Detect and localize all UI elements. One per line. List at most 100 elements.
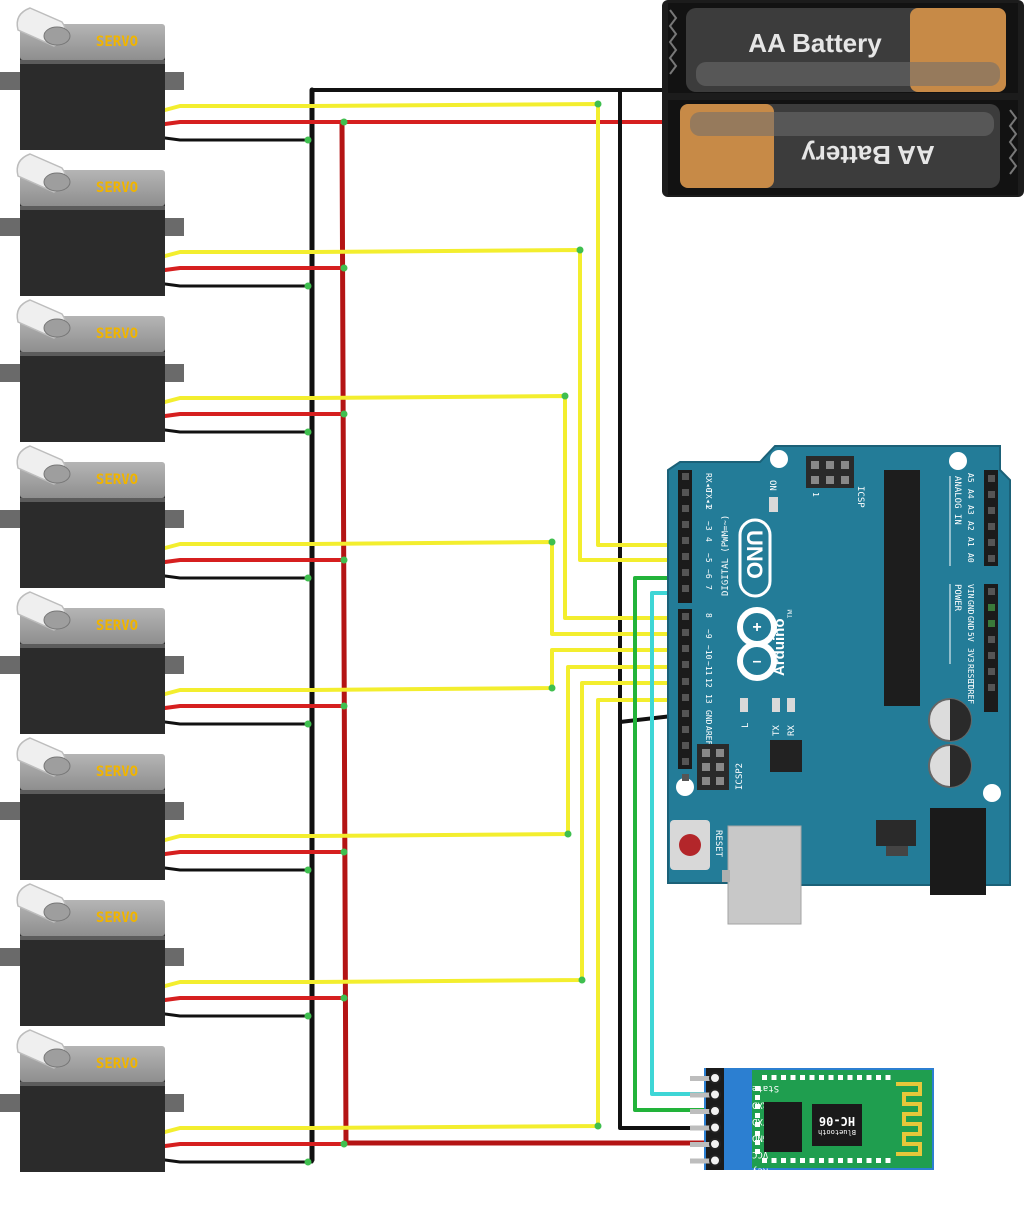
- wire-junction: [304, 428, 312, 436]
- bt-ground-wire: [618, 88, 702, 1130]
- servo-label: SERVO: [96, 1056, 138, 1072]
- power-pin-label: IOREF: [966, 680, 975, 704]
- power-header: [984, 584, 998, 712]
- bt-pin-label: GND: [752, 1133, 768, 1143]
- usb-port[interactable]: [722, 825, 802, 925]
- wire-junction: [340, 848, 348, 856]
- servo-label: SERVO: [96, 180, 138, 196]
- battery-pack: AA Battery AA Battery: [662, 0, 1024, 197]
- battery-cell-bottom: AA Battery: [668, 100, 1018, 195]
- power-pin-label: 5V: [966, 632, 975, 642]
- bt-chip-sub-label: Bluetooth: [818, 1128, 856, 1136]
- servo-signal-wire: [310, 248, 682, 562]
- wire-junction: [304, 574, 312, 582]
- servo-motor: SERVO: [0, 7, 184, 150]
- uno-model-label: UNO: [742, 530, 767, 579]
- power-pin-label: RESET: [966, 664, 975, 688]
- servo-signal-wire: [310, 665, 682, 838]
- wire-junction: [304, 866, 312, 874]
- bt-pin-label: RXD: [752, 1100, 768, 1110]
- wires: [163, 87, 707, 1166]
- power-bus-wire: [339, 119, 349, 1146]
- servo-label: SERVO: [96, 618, 138, 634]
- servo-signal-wire: [163, 688, 314, 696]
- analog-pin-label: A2: [966, 521, 975, 531]
- on-led-label: ON: [767, 480, 777, 491]
- led-tx-label: TX: [772, 725, 782, 736]
- digital-pin-label: ~5: [704, 553, 713, 563]
- analog-in-label: ANALOG IN: [952, 476, 962, 525]
- microcontroller-chip: [884, 470, 920, 706]
- servo-power-wire: [163, 120, 344, 126]
- icsp2-label: ICSP2: [735, 763, 745, 790]
- reset-button[interactable]: RESET: [670, 820, 723, 870]
- arduino-infinity-logo: + –: [737, 607, 777, 681]
- servo-motor: SERVO: [0, 1029, 184, 1172]
- servo-signal-wire: [163, 250, 314, 258]
- digital-pin-label: 7: [704, 585, 713, 590]
- icsp2-header: ICSP2: [697, 744, 745, 790]
- servo-signal-wire: [163, 1126, 314, 1134]
- dc-power-jack[interactable]: [930, 808, 986, 895]
- servo-ground-wire: [163, 720, 314, 726]
- analog-pin-label: A3: [966, 505, 975, 515]
- servo-signal-wire: [310, 540, 682, 636]
- power-label: POWER: [952, 584, 962, 612]
- servo-signal-wire: [310, 648, 682, 692]
- wire-junction: [304, 1012, 312, 1020]
- svg-text:–: –: [753, 653, 762, 670]
- servo-ground-wire: [163, 428, 314, 434]
- digital-pin-label: 13: [704, 694, 713, 704]
- power-pin-label: 3V3: [966, 648, 975, 663]
- wire-junction: [564, 830, 572, 838]
- servo-ground-wire: [163, 866, 314, 872]
- wire-junction: [561, 392, 569, 400]
- power-pin-label: GND: [966, 616, 975, 631]
- power-pin-label: GND: [966, 600, 975, 615]
- led-rx-label: RX: [787, 725, 797, 736]
- servo-motor: SERVO: [0, 591, 184, 734]
- wire-junction: [340, 410, 348, 418]
- servo-signal-wire: [310, 394, 682, 620]
- capacitor: [928, 698, 972, 742]
- servo-signal-wire: [163, 834, 314, 842]
- servo-power-wire: [163, 850, 344, 856]
- reset-label: RESET: [713, 830, 723, 858]
- wire-junction: [578, 976, 586, 984]
- battery-label-top: AA Battery: [748, 28, 882, 58]
- bt-pin-label: TXD: [752, 1116, 768, 1126]
- icsp-pin1-label: 1: [811, 492, 820, 497]
- digital-pin-label: ~11: [704, 661, 713, 676]
- servo-ground-wire: [163, 1158, 314, 1164]
- led-l-label: L: [741, 723, 751, 728]
- servo-motor: SERVO: [0, 737, 184, 880]
- servo-label: SERVO: [96, 472, 138, 488]
- wire-junction: [340, 702, 348, 710]
- analog-pin-label: A0: [966, 553, 975, 563]
- digital-pin-label: 8: [704, 613, 713, 618]
- digital-pin-label: ~10: [704, 645, 713, 660]
- digital-pin-label: ~3: [704, 521, 713, 531]
- servo-label: SERVO: [96, 764, 138, 780]
- wire-junction: [548, 538, 556, 546]
- servo-signal-wire: [163, 980, 314, 988]
- wire-junction: [594, 1122, 602, 1130]
- digital-pin-label: TX◂1: [704, 489, 713, 508]
- arduino-brand-label: Arduino: [771, 619, 788, 677]
- digital-pin-label: ~6: [704, 569, 713, 579]
- bt-pin-label: State: [752, 1083, 779, 1093]
- icsp-header: 1 ICSP: [806, 456, 865, 508]
- digital-pin-label: 12: [704, 678, 713, 688]
- analog-pin-label: A1: [966, 537, 975, 547]
- wire-junction: [304, 282, 312, 290]
- servo-motor: SERVO: [0, 445, 184, 588]
- analog-pin-label: A4: [966, 489, 975, 499]
- servo-power-wire: [163, 266, 344, 272]
- bt-pin-label: VCC: [752, 1149, 768, 1159]
- bt-txd-wire: [633, 576, 706, 1112]
- digital-pin-label: GND: [704, 710, 713, 725]
- servo-ground-wire: [163, 282, 314, 288]
